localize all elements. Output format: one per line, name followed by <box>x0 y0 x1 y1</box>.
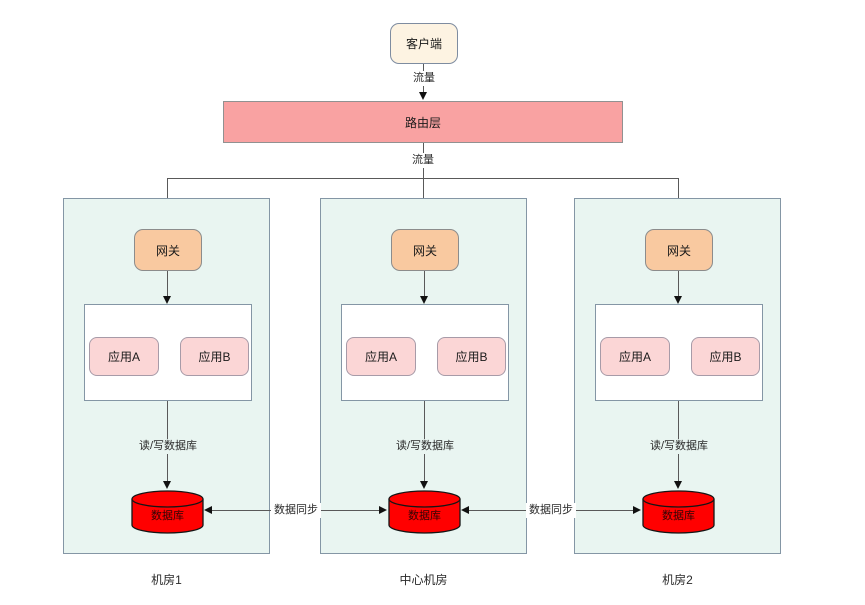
app-a-label: 应用A <box>618 350 651 364</box>
app-a-node: 应用A <box>346 337 416 376</box>
sync-label-right: 数据同步 <box>526 503 576 518</box>
db-access-label: 读/写数据库 <box>130 439 206 454</box>
zone-datacenter-1: 网关 应用A 应用B 读/写数据库 数据库 <box>63 198 270 554</box>
database-cylinder: 数据库 <box>388 490 461 534</box>
app-group-box: 应用A 应用B <box>84 304 252 401</box>
arrowhead-down-icon <box>163 481 171 489</box>
app-a-label: 应用A <box>364 350 397 364</box>
db-access-label: 读/写数据库 <box>641 439 717 454</box>
app-group-box: 应用A 应用B <box>341 304 509 401</box>
gateway-label: 网关 <box>666 243 691 258</box>
arrowhead-left-icon <box>204 506 212 514</box>
client-node: 客户端 <box>390 23 458 64</box>
arrowhead-down-icon <box>674 481 682 489</box>
gateway-node: 网关 <box>645 229 713 271</box>
gateway-to-apps-line <box>167 271 168 296</box>
app-b-label: 应用B <box>198 350 231 364</box>
router-layer-node: 路由层 <box>223 101 623 143</box>
arrowhead-down-icon <box>419 92 427 100</box>
database-cylinder: 数据库 <box>642 490 715 534</box>
arrowhead-down-icon <box>420 481 428 489</box>
app-b-node: 应用B <box>180 337 249 376</box>
gateway-label: 网关 <box>412 243 437 258</box>
traffic-label-1: 流量 <box>402 71 446 86</box>
client-label: 客户端 <box>405 37 442 51</box>
db-access-label: 读/写数据库 <box>387 439 463 454</box>
app-a-node: 应用A <box>600 337 670 376</box>
app-b-node: 应用B <box>691 337 760 376</box>
database-cylinder-shape <box>131 490 204 534</box>
gateway-to-apps-line <box>424 271 425 296</box>
zone-name-label: 机房2 <box>662 573 693 587</box>
database-label: 数据库 <box>662 510 695 522</box>
app-a-label: 应用A <box>107 350 140 364</box>
zone-datacenter-center: 网关 应用A 应用B 读/写数据库 数据库 <box>320 198 527 554</box>
database-cylinder-shape <box>642 490 715 534</box>
app-b-node: 应用B <box>437 337 506 376</box>
database-label: 数据库 <box>151 510 184 522</box>
gateway-to-apps-line <box>678 271 679 296</box>
gateway-node: 网关 <box>134 229 202 271</box>
router-to-center-line <box>423 143 424 220</box>
sync-label-left: 数据同步 <box>271 503 321 518</box>
traffic-label-2: 流量 <box>401 153 445 168</box>
gateway-label: 网关 <box>155 243 180 258</box>
app-a-node: 应用A <box>89 337 159 376</box>
zone-datacenter-2: 网关 应用A 应用B 读/写数据库 数据库 <box>574 198 781 554</box>
arrowhead-right-icon <box>633 506 641 514</box>
fanout-branch-line <box>167 178 678 179</box>
gateway-node: 网关 <box>391 229 459 271</box>
router-label: 路由层 <box>404 115 441 130</box>
arrowhead-right-icon <box>379 506 387 514</box>
arrowhead-left-icon <box>461 506 469 514</box>
database-label: 数据库 <box>408 510 441 522</box>
app-b-label: 应用B <box>709 350 742 364</box>
database-cylinder-shape <box>388 490 461 534</box>
arrowhead-down-icon <box>674 296 682 304</box>
database-cylinder: 数据库 <box>131 490 204 534</box>
app-b-label: 应用B <box>455 350 488 364</box>
arrowhead-down-icon <box>420 296 428 304</box>
arrowhead-down-icon <box>163 296 171 304</box>
zone-name-label: 机房1 <box>151 573 182 587</box>
zone-name-label: 中心机房 <box>399 573 448 587</box>
app-group-box: 应用A 应用B <box>595 304 763 401</box>
